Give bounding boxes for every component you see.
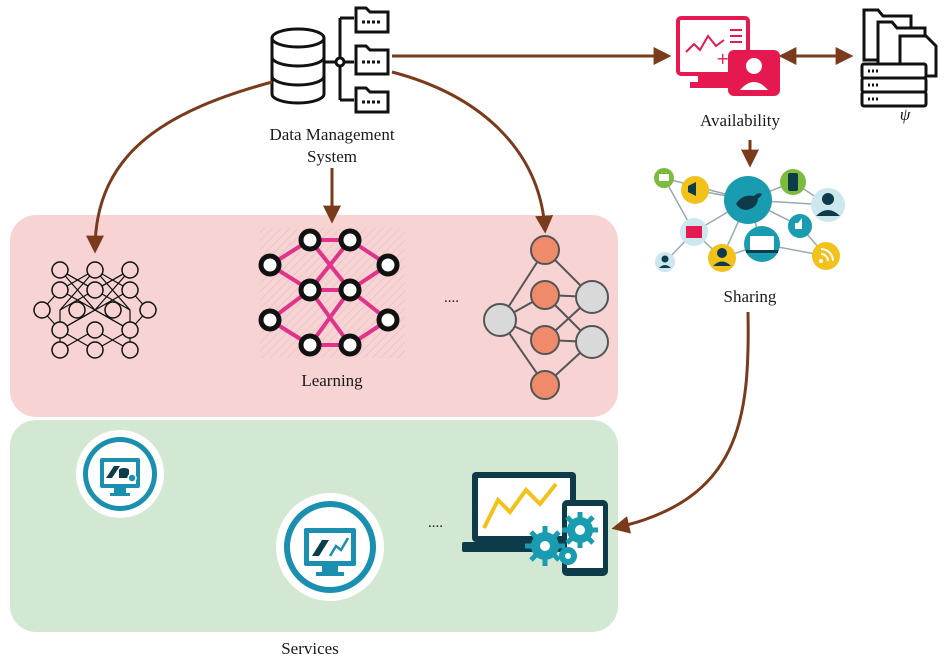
dms-label-line1: Data Management [269,125,395,144]
neural-network-dense-icon [33,261,157,359]
monitor-user-icon: + [676,16,780,96]
availability-label: Availability [700,111,780,130]
file-server-icon [860,8,938,108]
arrow-sharing-to-services [611,311,750,534]
database-icon [270,27,326,105]
arrow-dms-to-learning-left [86,80,273,254]
monitor-tools-icon [276,493,384,601]
learning-ellipsis: .... [444,290,459,306]
arrow-dms-to-learning-right [391,70,554,234]
folder-tree-connector [324,16,354,102]
services-ellipsis: .... [428,515,443,531]
folder-icon [354,44,390,76]
neural-network-pink-icon [258,228,405,358]
social-network-icon [654,168,845,272]
psi-label: ψ [899,105,911,124]
arrows [86,47,854,534]
dms-label: Data Management System [232,124,432,168]
sharing-label: Sharing [723,287,777,306]
monitor-database-icon [76,430,164,518]
folder-icon [354,6,390,34]
dms-label-line2: System [306,147,358,166]
services-label: Services [281,639,339,658]
folder-icon [354,86,390,114]
neural-network-orange-icon [483,235,609,400]
learning-label: Learning [301,371,363,390]
svg-text:+: + [716,49,729,68]
analytics-gears-icon [462,472,608,576]
